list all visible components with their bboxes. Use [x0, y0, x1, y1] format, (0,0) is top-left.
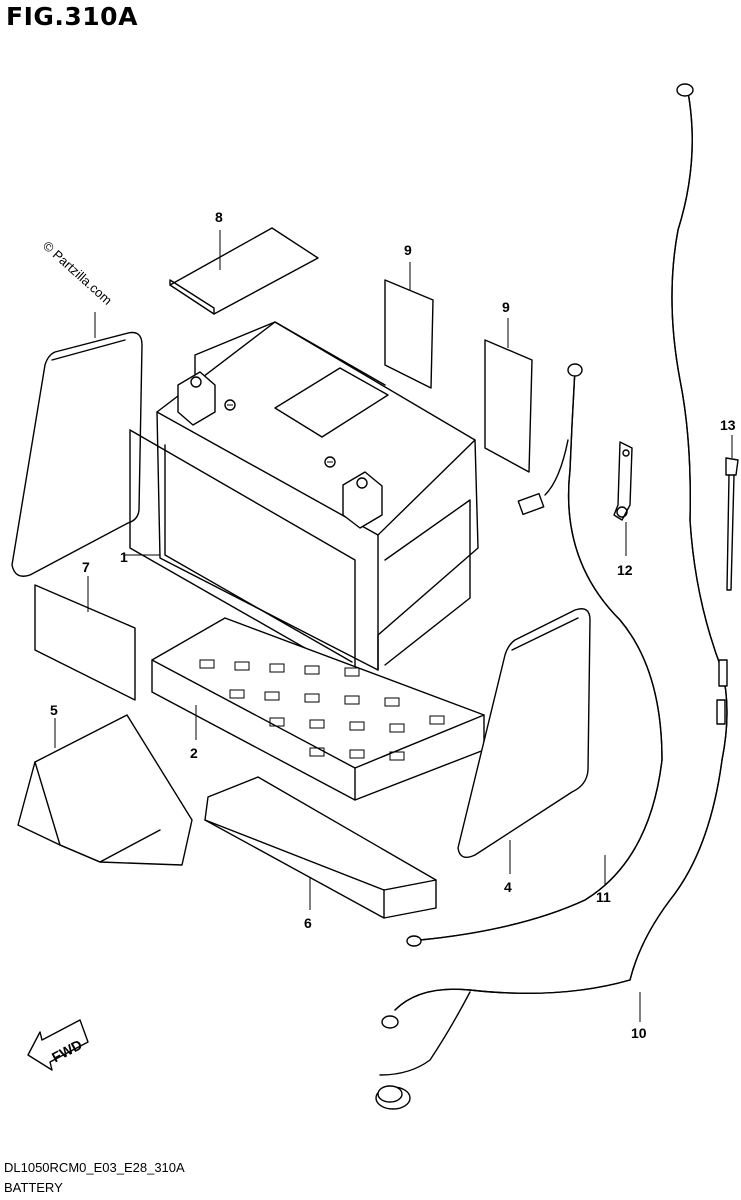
callout-7: 7 [82, 559, 90, 575]
callout-13: 13 [720, 417, 736, 433]
part-10-cable[interactable] [375, 83, 728, 1110]
callout-6: 6 [304, 915, 312, 931]
callout-11: 11 [596, 889, 611, 905]
diagram-code: DL1050RCM0_E03_E28_310A [4, 1160, 185, 1175]
part-8-pad[interactable] [169, 227, 319, 315]
part-12-clip[interactable] [613, 441, 633, 556]
callout-2: 2 [190, 745, 198, 761]
callout-5: 5 [50, 702, 58, 718]
callout-9-right: 9 [502, 299, 510, 315]
callout-4: 4 [504, 879, 512, 895]
part-6-block[interactable] [204, 776, 437, 919]
part-2-tray[interactable] [151, 617, 485, 801]
part-5-block[interactable] [17, 714, 193, 866]
fwd-arrow-icon: FWD [27, 1019, 89, 1071]
callout-10: 10 [631, 1025, 647, 1041]
part-1-battery[interactable] [125, 321, 479, 671]
part-4-side-pad-right[interactable] [457, 608, 591, 874]
part-9-pad-left[interactable] [384, 262, 434, 389]
watermark: © Partzilla.com [40, 238, 115, 308]
part-13-cable-tie[interactable] [725, 435, 739, 591]
part-7-sheet[interactable] [34, 576, 136, 701]
callout-12: 12 [617, 562, 633, 578]
diagram-name: BATTERY [4, 1180, 63, 1195]
part-4-side-pad-left[interactable] [11, 312, 143, 577]
part-11-cable[interactable] [406, 363, 663, 947]
callout-8: 8 [215, 209, 223, 225]
callout-9-left: 9 [404, 242, 412, 258]
part-9-pad-right[interactable] [484, 318, 533, 473]
figure-title: FIG.310A [6, 2, 138, 31]
callout-1: 1 [120, 549, 128, 565]
